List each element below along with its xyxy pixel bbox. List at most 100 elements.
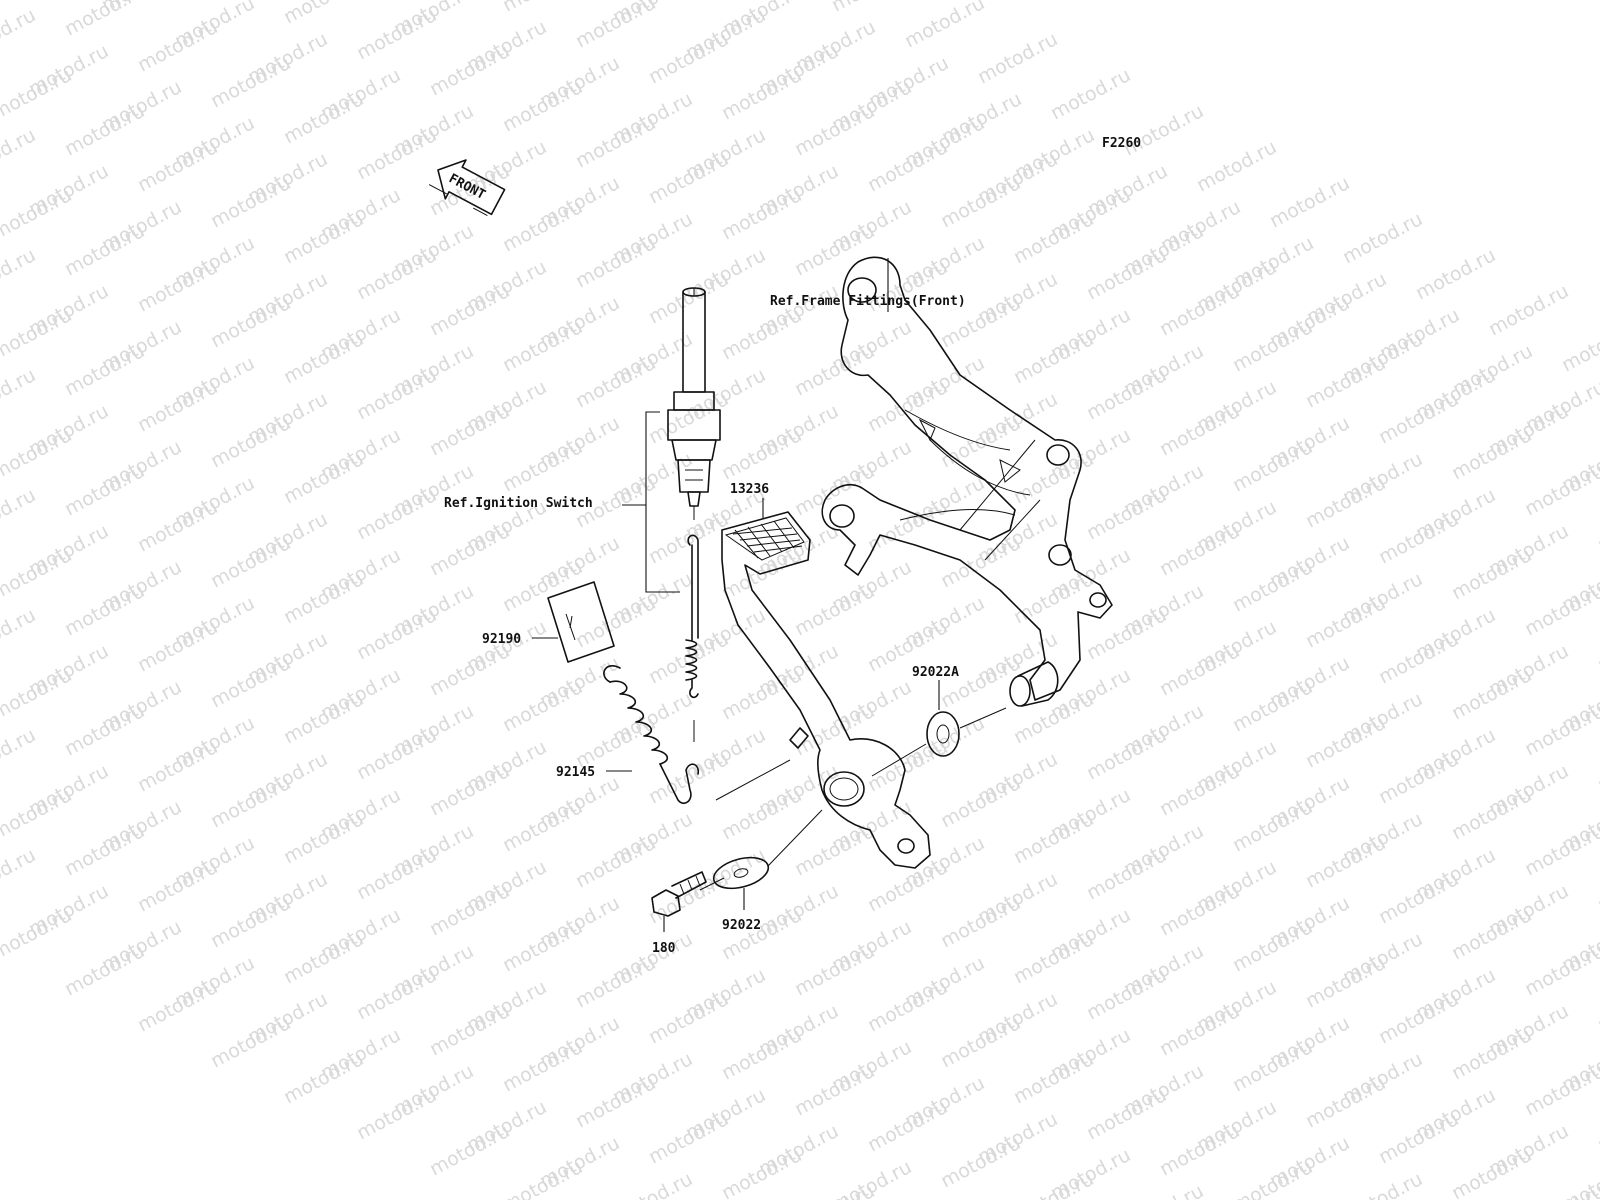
watermark-text: motod.ru xyxy=(1448,904,1535,964)
watermark-text: motod.ru xyxy=(0,124,39,184)
watermark-text: motod.ru xyxy=(0,64,75,124)
watermark-text: motod.ru xyxy=(718,904,805,964)
watermark-text: motod.ru xyxy=(134,736,221,796)
watermark-text: motod.ru xyxy=(901,0,988,52)
watermark-text: motod.ru xyxy=(718,664,805,724)
watermark-text: motod.ru xyxy=(864,1096,951,1156)
label-92190: 92190 xyxy=(482,632,521,647)
watermark-text: motod.ru xyxy=(791,940,878,1000)
bolt-180 xyxy=(651,871,707,917)
watermark-text: motod.ru xyxy=(499,916,586,976)
watermark-text: motod.ru xyxy=(0,784,75,844)
watermark-text: motod.ru xyxy=(645,28,732,88)
watermark-text: motod.ru xyxy=(426,880,513,940)
watermark-text: motod.ru xyxy=(609,1168,696,1200)
watermark-text: motod.ru xyxy=(0,604,39,664)
watermark-text: motod.ru xyxy=(718,1024,805,1084)
watermark-text: motod.ru xyxy=(1193,136,1280,196)
watermark-text: motod.ru xyxy=(499,436,586,496)
watermark-text: motod.ru xyxy=(645,868,732,928)
watermark-text: motod.ru xyxy=(1594,736,1600,796)
switch-spring-rod xyxy=(685,534,699,742)
watermark-text: motod.ru xyxy=(426,1000,513,1060)
watermark-text: motod.ru xyxy=(499,0,586,16)
watermark-text: motod.ru xyxy=(426,280,513,340)
watermark-text: motod.ru xyxy=(499,1156,586,1200)
watermark-text: motod.ru xyxy=(937,1012,1024,1072)
watermark-text: motod.ru xyxy=(791,220,878,280)
watermark-text: motod.ru xyxy=(864,976,951,1036)
watermark-text: motod.ru xyxy=(1010,928,1097,988)
watermark-text: motod.ru xyxy=(645,748,732,808)
watermark-text: motod.ru xyxy=(1083,364,1170,424)
watermark-text: motod.ru xyxy=(0,184,75,244)
watermark-text: motod.ru xyxy=(1302,952,1389,1012)
watermark-text: motod.ru xyxy=(1229,316,1316,376)
watermark-text: motod.ru xyxy=(1594,856,1600,916)
label-ignition-switch: Ref.Ignition Switch xyxy=(444,496,593,511)
watermark-text: motod.ru xyxy=(280,688,367,748)
watermark-text: motod.ru xyxy=(645,988,732,1048)
watermark-text: motod.ru xyxy=(353,724,440,784)
watermark-text: motod.ru xyxy=(1448,1024,1535,1084)
watermark-text: motod.ru xyxy=(426,1120,513,1180)
watermark-text: motod.ru xyxy=(1229,676,1316,736)
watermark-text: motod.ru xyxy=(1375,628,1462,688)
watermark-text: motod.ru xyxy=(499,1036,586,1096)
watermark-text: motod.ru xyxy=(645,268,732,328)
watermark-text: motod.ru xyxy=(1302,472,1389,532)
watermark-text: motod.ru xyxy=(1594,496,1600,556)
watermark-text: motod.ru xyxy=(1156,520,1243,580)
watermark-text: motod.ru xyxy=(1156,280,1243,340)
watermark-text: motod.ru xyxy=(1156,1000,1243,1060)
watermark-text: motod.ru xyxy=(499,676,586,736)
watermark-text: motod.ru xyxy=(134,496,221,556)
watermark-text: motod.ru xyxy=(1010,1048,1097,1108)
watermark-text: motod.ru xyxy=(572,352,659,412)
watermark-text: motod.ru xyxy=(1010,448,1097,508)
watermark-text: motod.ru xyxy=(864,496,951,556)
watermark-text: motod.ru xyxy=(937,172,1024,232)
watermark-text: motod.ru xyxy=(353,244,440,304)
watermark-text: motod.ru xyxy=(1083,1084,1170,1144)
watermark-text: motod.ru xyxy=(353,964,440,1024)
watermark-text: motod.ru xyxy=(937,772,1024,832)
watermark-text: motod.ru xyxy=(645,1108,732,1168)
watermark-text: motod.ru xyxy=(280,928,367,988)
watermark-text: motod.ru xyxy=(1083,844,1170,904)
watermark-text: motod.ru xyxy=(1229,436,1316,496)
label-92022a: 92022A xyxy=(912,665,959,680)
watermark-text: motod.ru xyxy=(134,256,221,316)
watermark-text: motod.ru xyxy=(1448,1144,1535,1200)
frame-fitting-bracket xyxy=(821,256,1113,707)
watermark-text: motod.ru xyxy=(426,40,513,100)
watermark-text: motod.ru xyxy=(1010,208,1097,268)
watermark-text: motod.ru xyxy=(207,892,294,952)
watermark-text: motod.ru xyxy=(207,52,294,112)
watermark-text: motod.ru xyxy=(280,88,367,148)
watermark-text: motod.ru xyxy=(0,724,39,784)
watermark-text: motod.ru xyxy=(1156,640,1243,700)
watermark-text: motod.ru xyxy=(572,712,659,772)
watermark-text: motod.ru xyxy=(718,424,805,484)
watermark-text: motod.ru xyxy=(1229,556,1316,616)
washer-92022a xyxy=(871,707,1007,777)
watermark-text: motod.ru xyxy=(1010,328,1097,388)
watermark-text: motod.ru xyxy=(1302,592,1389,652)
watermark-text: motod.ru xyxy=(0,544,75,604)
watermark-text: motod.ru xyxy=(280,448,367,508)
watermark-text: motod.ru xyxy=(499,316,586,376)
watermark-text: motod.ru xyxy=(1339,208,1426,268)
watermark-text: motod.ru xyxy=(499,76,586,136)
label-92022: 92022 xyxy=(722,918,761,933)
watermark-text: motod.ru xyxy=(864,136,951,196)
watermark-text: motod.ru xyxy=(572,232,659,292)
watermark-text: motod.ru xyxy=(718,184,805,244)
leader-lines xyxy=(532,258,940,932)
return-spring-92145 xyxy=(603,665,791,805)
watermark-text: motod.ru xyxy=(353,124,440,184)
watermark-text: motod.ru xyxy=(353,604,440,664)
watermark-text: motod.ru xyxy=(61,220,148,280)
watermark-text: motod.ru xyxy=(1594,976,1600,1036)
watermark-text: motod.ru xyxy=(1594,1096,1600,1156)
